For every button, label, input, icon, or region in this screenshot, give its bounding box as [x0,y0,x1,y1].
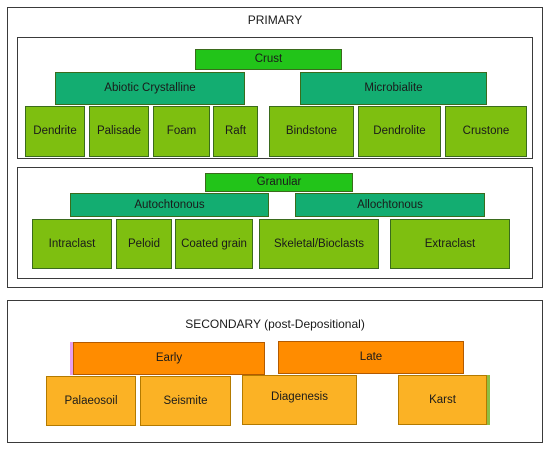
crustone-node: Crustone [445,106,527,157]
peloid-node: Peloid [116,219,172,269]
seismite-node: Seismite [140,376,231,426]
palisade-node: Palisade [89,106,149,157]
primary-heading: PRIMARY [247,13,303,27]
foam-node: Foam [153,106,210,157]
palaeosoil-node: Palaeosoil [46,376,136,426]
skeletal-bioclasts-node: Skeletal/Bioclasts [259,219,379,269]
dendrolite-node: Dendrolite [358,106,441,157]
extraclast-node: Extraclast [390,219,510,269]
coated-grain-node: Coated grain [175,219,253,269]
crust-node: Crust [195,49,342,70]
allochtonous-node: Allochtonous [295,193,485,217]
granular-node: Granular [205,173,353,192]
raft-node: Raft [213,106,258,157]
early-node: Early [73,342,265,375]
dendrite-node: Dendrite [25,106,85,157]
secondary-heading: SECONDARY (post-Depositional) [185,317,365,331]
abiotic-crystalline-node: Abiotic Crystalline [55,72,245,105]
karst-node: Karst [398,375,487,425]
diagenesis-node: Diagenesis [242,375,357,425]
autochtonous-node: Autochtonous [70,193,269,217]
microbialite-node: Microbialite [300,72,487,105]
bindstone-node: Bindstone [269,106,354,157]
late-node: Late [278,341,464,374]
intraclast-node: Intraclast [32,219,112,269]
